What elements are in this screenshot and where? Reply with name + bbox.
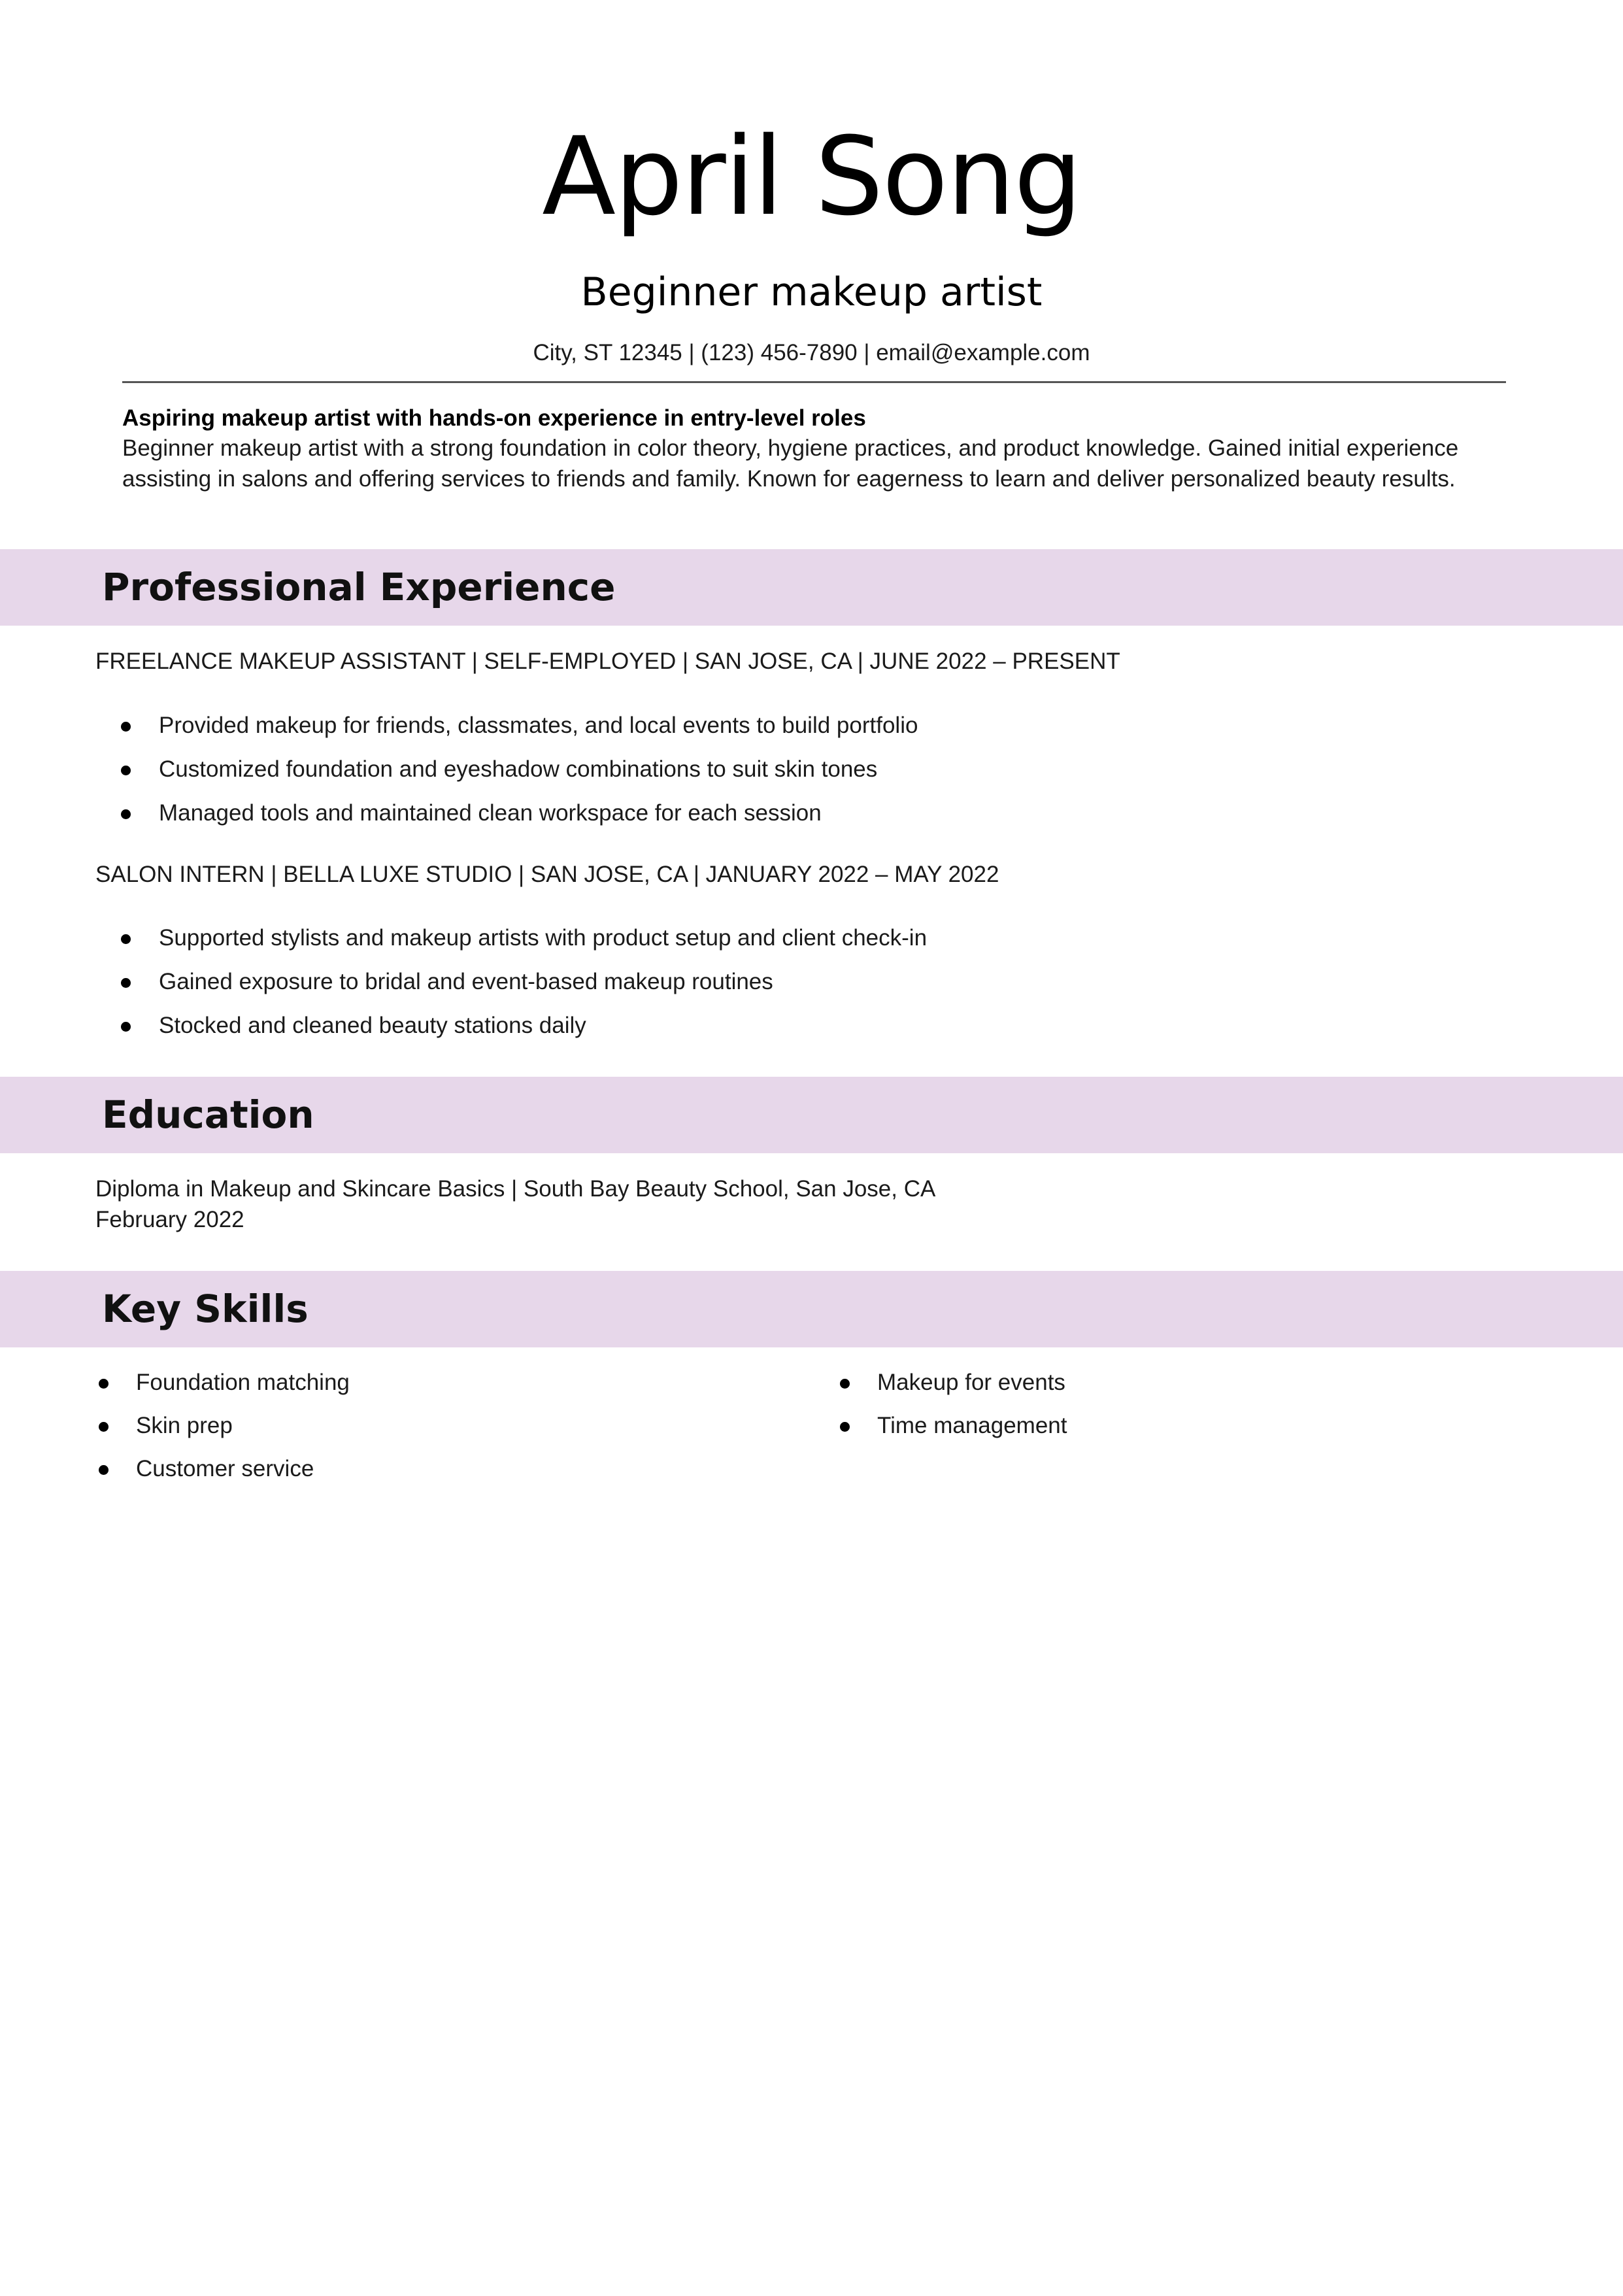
job-line: SALON INTERN | BELLA LUXE STUDIO | SAN J… bbox=[95, 862, 999, 887]
job-bullet-list: Supported stylists and makeup artists wi… bbox=[121, 922, 1559, 1053]
job-bullet-list: Provided makeup for friends, classmates,… bbox=[121, 709, 1559, 841]
candidate-title: Beginner makeup artist bbox=[580, 269, 1043, 315]
skill-item: Makeup for events bbox=[837, 1366, 1490, 1410]
job-bullet: Supported stylists and makeup artists wi… bbox=[121, 922, 1559, 966]
education-date: February 2022 bbox=[95, 1207, 244, 1232]
skills-section-band: Key Skills bbox=[0, 1271, 1623, 1347]
job-bullet: Managed tools and maintained clean works… bbox=[121, 797, 1559, 841]
education-degree: Diploma in Makeup and Skincare Basics | … bbox=[95, 1176, 936, 1202]
skill-item: Customer service bbox=[95, 1453, 749, 1496]
skills-list-left: Foundation matching Skin prep Customer s… bbox=[95, 1366, 749, 1496]
experience-heading: Professional Experience bbox=[102, 565, 616, 609]
education-section-band: Education bbox=[0, 1077, 1623, 1153]
job-bullet: Provided makeup for friends, classmates,… bbox=[121, 709, 1559, 753]
summary-headline: Aspiring makeup artist with hands-on exp… bbox=[122, 405, 866, 431]
education-heading: Education bbox=[102, 1092, 314, 1137]
skills-list-right: Makeup for events Time management bbox=[837, 1366, 1490, 1453]
candidate-name: April Song bbox=[542, 114, 1082, 239]
skill-item: Time management bbox=[837, 1410, 1490, 1453]
skill-item: Foundation matching bbox=[95, 1366, 749, 1410]
summary-body: Beginner makeup artist with a strong fou… bbox=[122, 435, 1459, 492]
job-bullet: Customized foundation and eyeshadow comb… bbox=[121, 753, 1559, 797]
contact-line: City, ST 12345 | (123) 456-7890 | email@… bbox=[533, 340, 1090, 365]
skill-item: Skin prep bbox=[95, 1410, 749, 1453]
experience-section-band: Professional Experience bbox=[0, 549, 1623, 626]
job-bullet: Stocked and cleaned beauty stations dail… bbox=[121, 1009, 1559, 1053]
skills-heading: Key Skills bbox=[102, 1287, 309, 1331]
job-bullet: Gained exposure to bridal and event-base… bbox=[121, 966, 1559, 1009]
header-divider bbox=[122, 381, 1506, 383]
job-line: FREELANCE MAKEUP ASSISTANT | SELF-EMPLOY… bbox=[95, 649, 1120, 674]
